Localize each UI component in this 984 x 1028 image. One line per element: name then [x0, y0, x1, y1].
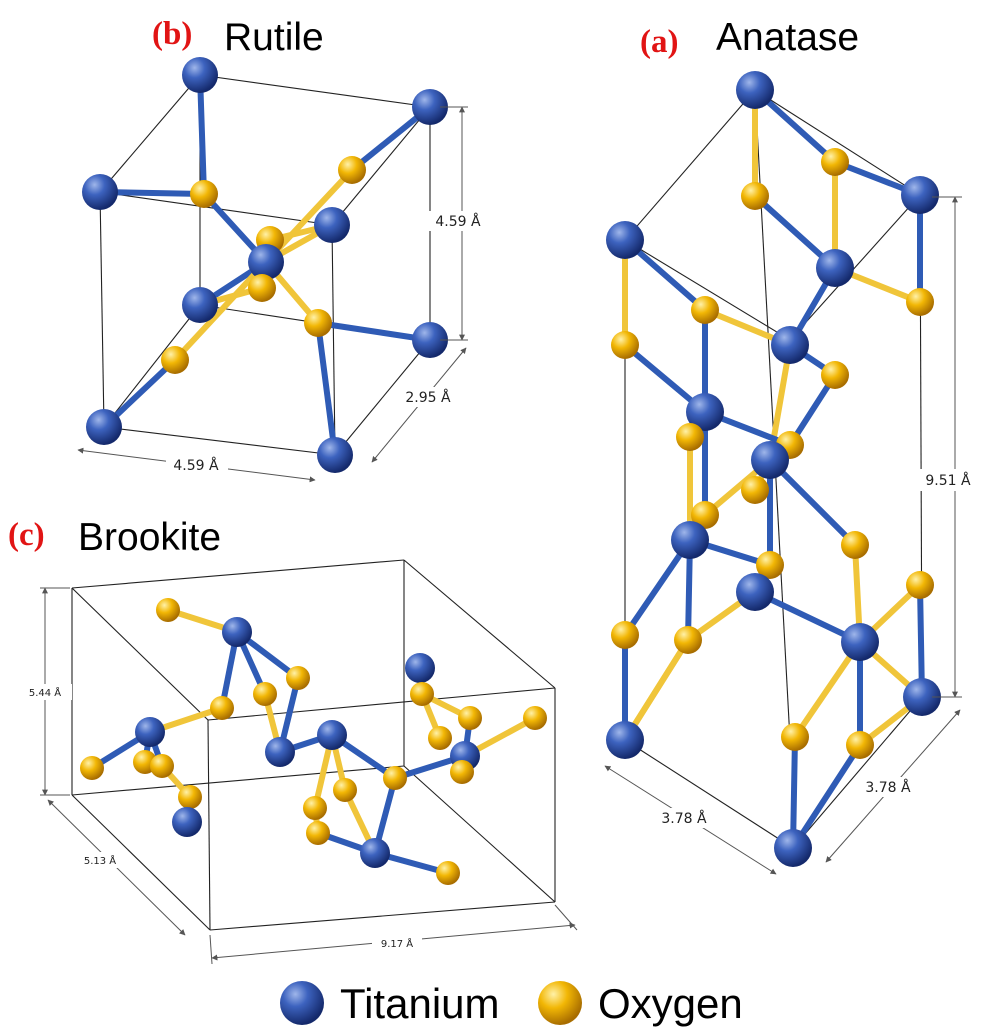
rutile-panel: (b) Rutile: [77, 16, 494, 483]
oxygen-atom: [306, 821, 330, 845]
oxygen-atom: [190, 180, 218, 208]
titanium-atom: [182, 287, 218, 323]
oxygen-atom: [841, 531, 869, 559]
oxygen-atom: [741, 182, 769, 210]
oxygen-atom: [383, 766, 407, 790]
rutile-title: Rutile: [224, 16, 324, 59]
rutile-atoms: [82, 57, 448, 473]
titanium-atom: [771, 326, 809, 364]
anatase-panel-letter: (a): [640, 24, 678, 60]
oxygen-atom: [303, 796, 327, 820]
rutile-dimensions: 4.59 Å 2.95 Å 4.59 Å: [77, 106, 494, 483]
anatase-title: Anatase: [716, 16, 859, 59]
titanium-atom: [903, 678, 941, 716]
legend-titanium-label: Titanium: [340, 980, 500, 1027]
legend-oxygen-label: Oxygen: [598, 980, 743, 1027]
titanium-atom: [671, 521, 709, 559]
titanium-atom: [412, 89, 448, 125]
legend: Titanium Oxygen: [280, 980, 743, 1027]
titanium-atom: [606, 721, 644, 759]
oxygen-atom: [150, 754, 174, 778]
titanium-atom: [405, 653, 435, 683]
titanium-atom: [606, 221, 644, 259]
titanium-atom: [901, 176, 939, 214]
oxygen-atom: [161, 346, 189, 374]
titanium-atom: [317, 720, 347, 750]
oxygen-atom: [436, 861, 460, 885]
oxygen-atom: [691, 501, 719, 529]
titanium-atom: [248, 244, 284, 280]
titanium-atom: [222, 617, 252, 647]
anatase-dimensions: 9.51 Å 3.78 Å 3.78 Å: [604, 196, 982, 875]
oxygen-atom: [286, 666, 310, 690]
oxygen-atom: [80, 756, 104, 780]
oxygen-atom: [458, 706, 482, 730]
oxygen-atom: [691, 296, 719, 324]
titanium-atom: [841, 623, 879, 661]
oxygen-atom: [253, 682, 277, 706]
rutile-dim-width: 4.59 Å: [173, 457, 219, 474]
oxygen-legend-icon: [538, 981, 582, 1025]
titanium-atom: [736, 71, 774, 109]
oxygen-atom: [821, 148, 849, 176]
titanium-legend-icon: [280, 981, 324, 1025]
oxygen-atom: [611, 331, 639, 359]
brookite-unit-cell: [71, 559, 556, 931]
oxygen-atom: [906, 288, 934, 316]
oxygen-atom: [523, 706, 547, 730]
brookite-dimensions: 5.44 Å 5.13 Å 9.17 Å: [18, 587, 578, 965]
titanium-atom: [135, 717, 165, 747]
rutile-panel-letter: (b): [152, 16, 192, 52]
titanium-atom: [172, 807, 202, 837]
anatase-dim-b: 3.78 Å: [865, 779, 911, 796]
rutile-unit-cell: [99, 74, 431, 456]
oxygen-atom: [338, 156, 366, 184]
brookite-dim-height: 5.44 Å: [29, 686, 61, 699]
oxygen-atom: [756, 551, 784, 579]
brookite-atoms: [80, 598, 547, 885]
brookite-title: Brookite: [78, 516, 221, 559]
anatase-atoms: [606, 71, 941, 867]
oxygen-atom: [410, 682, 434, 706]
titanium-atom: [86, 409, 122, 445]
oxygen-atom: [846, 731, 874, 759]
anatase-dim-a: 3.78 Å: [661, 810, 707, 827]
brookite-dim-depth: 5.13 Å: [84, 854, 116, 867]
oxygen-atom: [178, 785, 202, 809]
oxygen-atom: [333, 778, 357, 802]
titanium-atom: [82, 174, 118, 210]
oxygen-atom: [248, 274, 276, 302]
titanium-atom: [314, 207, 350, 243]
titanium-atom: [317, 437, 353, 473]
titanium-atom: [265, 737, 295, 767]
oxygen-atom: [821, 361, 849, 389]
brookite-panel: (c) Brookite: [8, 516, 578, 965]
oxygen-atom: [210, 696, 234, 720]
titanium-atom: [686, 393, 724, 431]
titanium-atom: [736, 573, 774, 611]
brookite-dim-width: 9.17 Å: [381, 937, 413, 950]
rutile-bonds: [97, 72, 433, 458]
titanium-atom: [751, 441, 789, 479]
oxygen-atom: [156, 598, 180, 622]
brookite-panel-letter: (c): [8, 517, 45, 553]
titanium-atom: [182, 57, 218, 93]
oxygen-atom: [450, 760, 474, 784]
titanium-atom: [774, 829, 812, 867]
oxygen-atom: [674, 626, 702, 654]
anatase-dim-height: 9.51 Å: [925, 472, 971, 489]
oxygen-atom: [304, 309, 332, 337]
oxygen-atom: [676, 423, 704, 451]
rutile-dim-height: 4.59 Å: [435, 213, 481, 230]
oxygen-atom: [906, 571, 934, 599]
oxygen-atom: [781, 723, 809, 751]
oxygen-atom: [741, 476, 769, 504]
anatase-panel: (a) Anatase: [604, 16, 982, 875]
oxygen-atom: [611, 621, 639, 649]
oxygen-atom: [428, 726, 452, 750]
titanium-atom: [360, 838, 390, 868]
rutile-dim-depth: 2.95 Å: [405, 389, 451, 406]
titanium-atom: [816, 249, 854, 287]
